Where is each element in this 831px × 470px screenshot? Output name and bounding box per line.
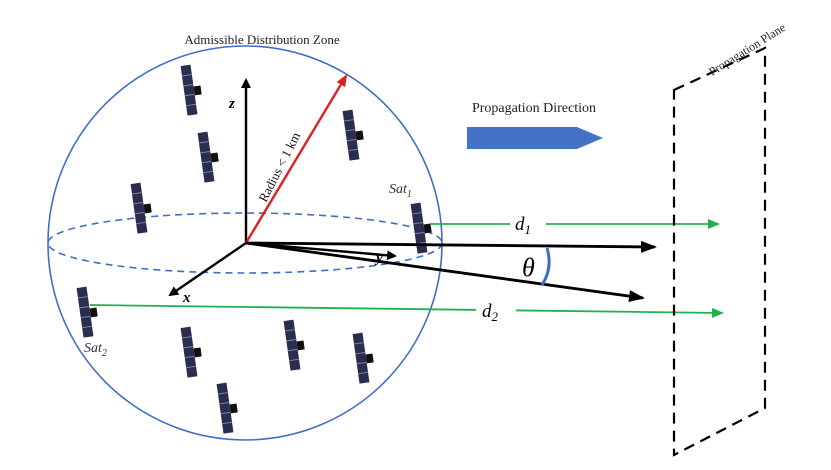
theta-angle-arc	[540, 247, 551, 286]
reference-direction-arrow	[245, 240, 657, 253]
satellite-icon	[180, 326, 202, 378]
d2-base: d	[482, 301, 492, 322]
propagation-direction-label: Propagation Direction	[472, 101, 596, 116]
z-axis-label: z	[228, 96, 235, 112]
propagation-plane-label: Propagation Plane	[706, 20, 788, 78]
satellite-icon	[130, 182, 152, 234]
satellite-sat1-icon	[410, 202, 432, 254]
radius-arrow	[244, 74, 348, 244]
d1-label: d1	[515, 214, 531, 237]
theta-label: θ	[522, 253, 535, 282]
satellite-icon	[352, 332, 374, 384]
satellite-sat2-icon	[76, 286, 98, 338]
d2-label: d2	[482, 301, 499, 324]
d1-subscript: 1	[525, 222, 532, 237]
satellite-icon	[342, 109, 364, 161]
propagation-plane	[672, 46, 767, 457]
equator-ellipse	[47, 212, 443, 274]
satellite-icon	[197, 131, 219, 183]
sat2-label: Sat2	[84, 341, 107, 359]
x-axis-arrow	[168, 242, 247, 297]
y-axis-label: y	[374, 250, 383, 266]
d2-ranging-line	[89, 304, 724, 318]
tilted-direction-arrow	[245, 241, 645, 303]
d2-subscript: 2	[492, 309, 499, 324]
zone-title: Admissible Distribution Zone	[184, 32, 340, 47]
sat2-subscript: 2	[102, 348, 107, 359]
d1-label-bg	[510, 212, 546, 236]
d2-label-bg	[476, 298, 516, 322]
satellite-icon	[180, 64, 202, 116]
satellite-icon	[283, 319, 305, 371]
sat1-subscript: 1	[407, 189, 412, 200]
d1-base: d	[515, 214, 525, 235]
x-axis-label: x	[182, 290, 191, 306]
sat2-base: Sat	[84, 341, 103, 356]
sat1-label: Sat1	[389, 182, 412, 200]
sat1-base: Sat	[389, 182, 408, 197]
radius-label: Radius < 1 km	[255, 130, 303, 205]
satellite-icon	[216, 382, 238, 434]
propagation-direction-arrow	[467, 127, 603, 149]
